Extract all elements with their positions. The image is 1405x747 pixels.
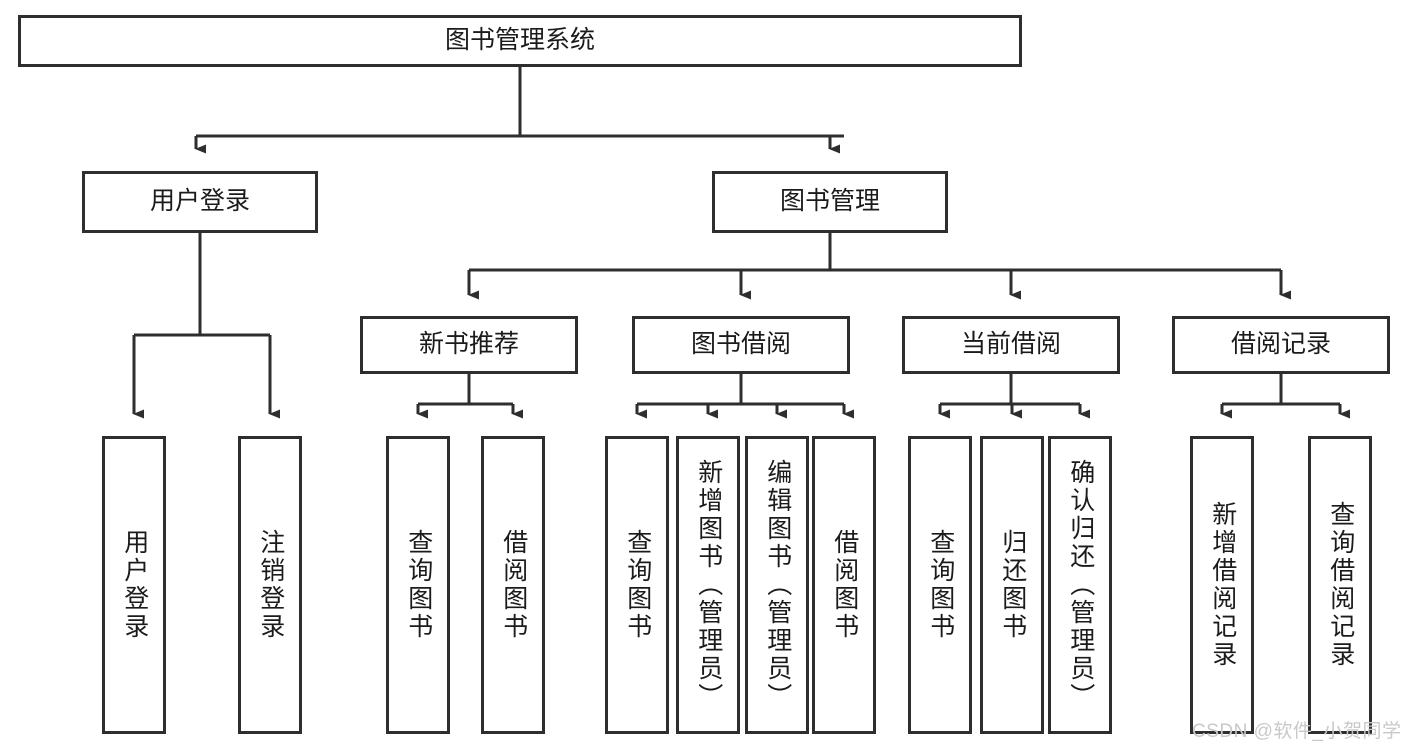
node-leaf-user-login-label: 用户登录 xyxy=(120,529,149,641)
node-current-borrow[interactable]: 当前借阅 xyxy=(902,316,1120,374)
node-borrow-record-label: 借阅记录 xyxy=(1230,330,1331,359)
node-book-manage[interactable]: 图书管理 xyxy=(712,171,948,233)
node-leaf-query-book-2-label: 查询图书 xyxy=(623,529,652,641)
node-leaf-edit-book-label: 编辑图书（管理员） xyxy=(763,459,792,711)
node-leaf-confirm-return-label: 确认归还（管理员） xyxy=(1066,459,1095,711)
node-leaf-borrow-book-1[interactable]: 借阅图书 xyxy=(481,436,545,734)
node-leaf-logout[interactable]: 注销登录 xyxy=(238,436,302,734)
node-new-book-recommend[interactable]: 新书推荐 xyxy=(360,316,578,374)
node-user-login-label: 用户登录 xyxy=(149,187,250,216)
node-leaf-query-book-3[interactable]: 查询图书 xyxy=(908,436,972,734)
node-root[interactable]: 图书管理系统 xyxy=(18,15,1022,67)
node-leaf-borrow-book-2[interactable]: 借阅图书 xyxy=(812,436,876,734)
node-book-borrow-label: 图书借阅 xyxy=(690,330,791,359)
node-leaf-borrow-book-1-label: 借阅图书 xyxy=(499,529,528,641)
node-leaf-logout-label: 注销登录 xyxy=(256,529,285,641)
node-book-manage-label: 图书管理 xyxy=(779,187,880,216)
node-leaf-query-book-1[interactable]: 查询图书 xyxy=(386,436,450,734)
node-leaf-add-book[interactable]: 新增图书（管理员） xyxy=(676,436,740,734)
node-current-borrow-label: 当前借阅 xyxy=(960,330,1061,359)
node-leaf-add-book-label: 新增图书（管理员） xyxy=(694,459,723,711)
node-book-borrow[interactable]: 图书借阅 xyxy=(632,316,850,374)
node-new-book-recommend-label: 新书推荐 xyxy=(418,330,519,359)
node-leaf-query-book-1-label: 查询图书 xyxy=(404,529,433,641)
node-borrow-record[interactable]: 借阅记录 xyxy=(1172,316,1390,374)
node-leaf-edit-book[interactable]: 编辑图书（管理员） xyxy=(745,436,809,734)
node-leaf-return-book[interactable]: 归还图书 xyxy=(980,436,1044,734)
node-leaf-user-login[interactable]: 用户登录 xyxy=(102,436,166,734)
node-leaf-borrow-book-2-label: 借阅图书 xyxy=(830,529,859,641)
node-leaf-query-record-label: 查询借阅记录 xyxy=(1326,501,1355,669)
node-root-label: 图书管理系统 xyxy=(444,26,595,55)
node-leaf-confirm-return[interactable]: 确认归还（管理员） xyxy=(1048,436,1112,734)
node-user-login[interactable]: 用户登录 xyxy=(82,171,318,233)
node-leaf-add-record[interactable]: 新增借阅记录 xyxy=(1190,436,1254,734)
node-leaf-return-book-label: 归还图书 xyxy=(998,529,1027,641)
csdn-watermark: CSDN @软件_小贺同学 xyxy=(1192,721,1402,742)
node-leaf-add-record-label: 新增借阅记录 xyxy=(1208,501,1237,669)
node-leaf-query-book-3-label: 查询图书 xyxy=(926,529,955,641)
node-leaf-query-record[interactable]: 查询借阅记录 xyxy=(1308,436,1372,734)
node-leaf-query-book-2[interactable]: 查询图书 xyxy=(605,436,669,734)
